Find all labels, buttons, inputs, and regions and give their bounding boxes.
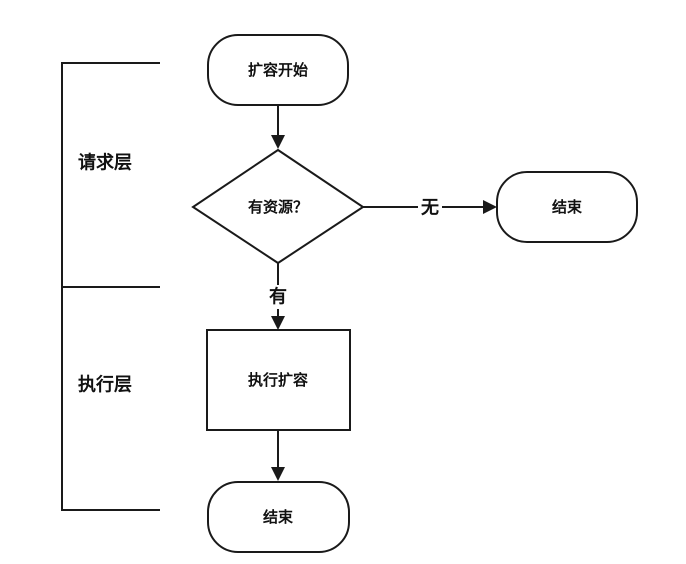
start-node: 扩容开始 <box>207 34 349 106</box>
decision-node-label: 有资源？ <box>248 198 308 216</box>
process-node-label: 执行扩容 <box>248 371 308 389</box>
end-node-right: 结束 <box>496 171 638 243</box>
end-node-bottom-label: 结束 <box>263 508 294 526</box>
arrow-process-to-end-bottom <box>271 430 285 481</box>
edge-no-label: 无 <box>421 198 439 219</box>
process-node-shape <box>206 329 351 431</box>
arrow-no-head <box>483 200 497 214</box>
arrow-decision-to-end-right: 无 <box>363 196 497 220</box>
layer-label-request: 请求层 <box>78 152 132 174</box>
arrow-yes-head <box>271 316 285 330</box>
end-node-right-label: 结束 <box>552 198 583 216</box>
start-node-label: 扩容开始 <box>248 61 308 79</box>
edge-no-label-bg <box>418 196 442 220</box>
layer-bracket <box>61 62 160 511</box>
end-node-bottom: 结束 <box>207 481 350 553</box>
layer-label-execute: 执行层 <box>78 374 132 396</box>
end-node-right-shape <box>496 171 638 243</box>
process-node: 执行扩容 <box>206 329 351 431</box>
arrow-start-to-decision <box>271 105 285 149</box>
decision-node: 有资源？ <box>191 148 365 265</box>
end-node-bottom-shape <box>207 481 350 553</box>
arrow-start-to-decision-head <box>271 135 285 149</box>
edge-yes-label-bg <box>266 285 290 309</box>
edge-yes-label: 有 <box>269 286 287 308</box>
arrow-decision-to-process: 有 <box>266 263 290 330</box>
arrow-process-to-end-head <box>271 467 285 481</box>
